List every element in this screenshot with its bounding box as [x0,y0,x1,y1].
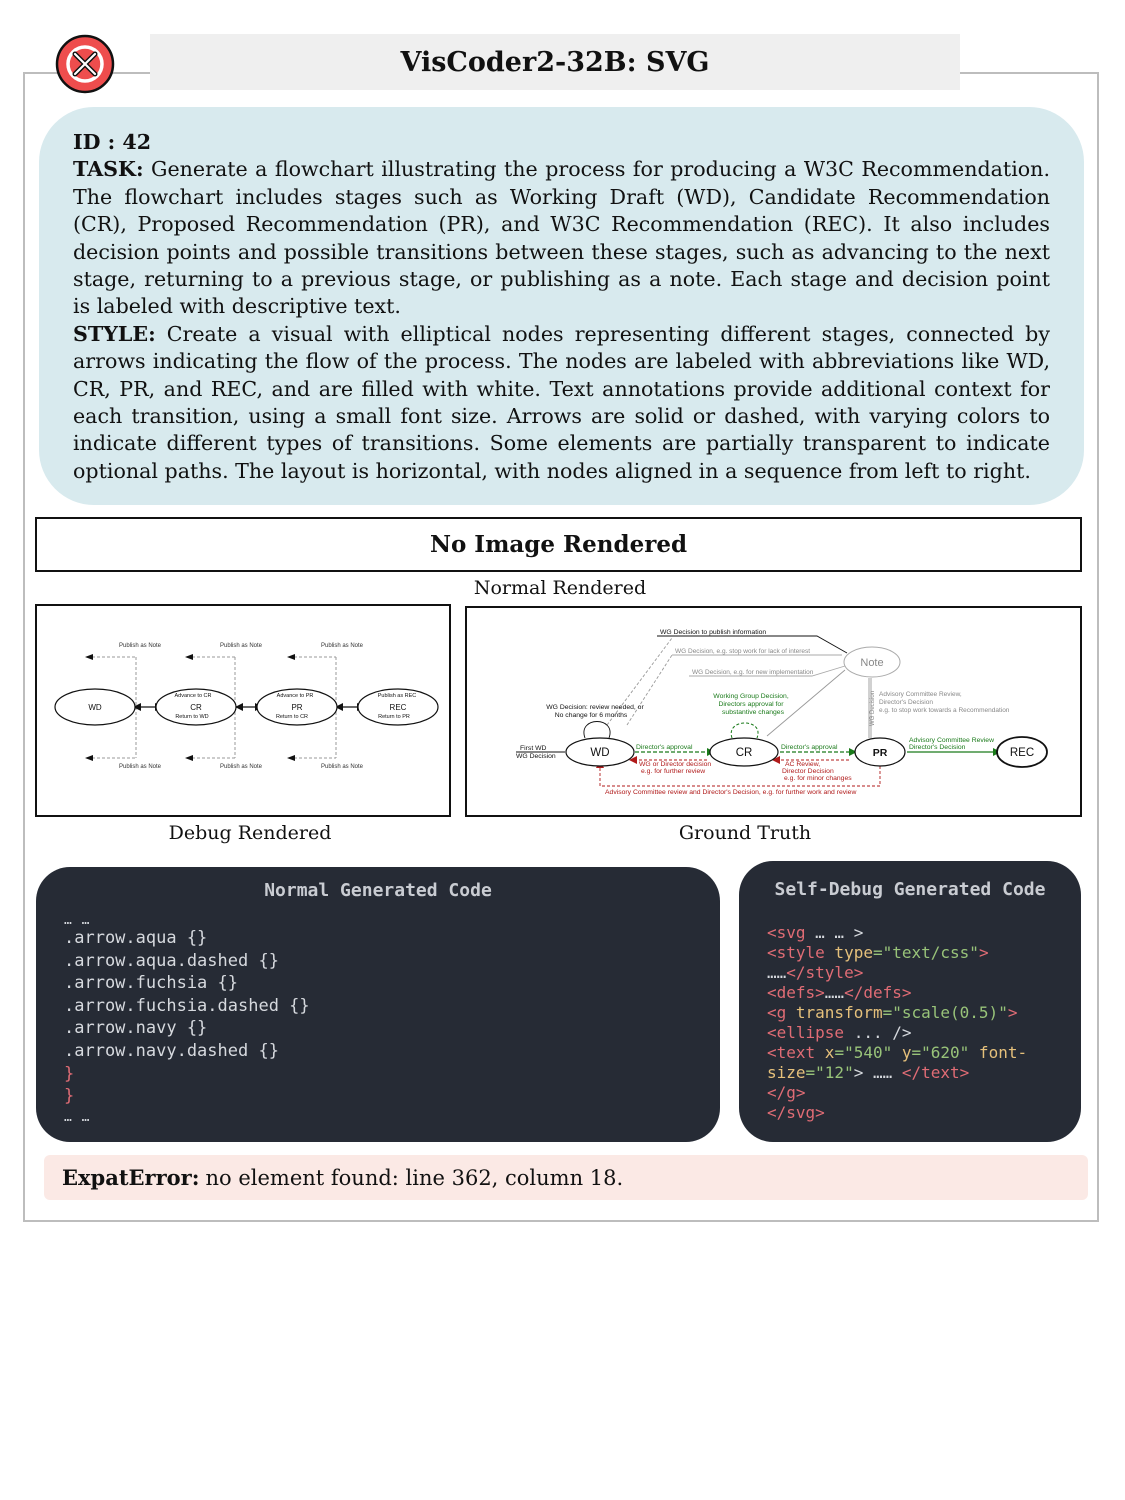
gt-node-wd [565,737,635,767]
debug-note-label-5: Publish as Note [220,764,263,770]
gt-node-wd-label: WD [590,747,609,759]
gt-label-ac-review-3: e.g. to stop work towards a Recommendati… [879,707,1010,714]
gt-label-ac-dir-final: Advisory Committee review and Director's… [605,789,856,796]
gt-node-pr [854,737,906,767]
ground-truth-image: Note WG Decision to publish information … [516,629,1048,796]
gt-label-wg-stop: WG Decision, e.g. stop work for lack of … [675,648,810,655]
debug-render-image: Publish as Note Publish as Note Publish … [54,643,439,770]
debug-note-label-1: Publish as Note [119,643,162,649]
gt-node-pr-label: PR [873,747,888,759]
code-line: .arrow.navy.dashed {} [64,1040,279,1061]
debug-code-line-7: <text x="540" y="620" font- [767,1043,1028,1062]
style-label: STYLE: [73,321,156,346]
style-text: Create a visual with elliptical nodes re… [73,321,1050,483]
gt-node-cr [709,737,779,767]
debug-rec-top: Publish as REC [378,693,417,699]
debug-code-line-6: <ellipse ... /> [767,1023,912,1042]
task-description: ID : 42 TASK: Generate a flowchart illus… [39,107,1084,505]
debug-pr-top: Advance to PR [277,693,314,699]
gt-label-wg-cr-2: Directors approval for [719,701,785,708]
gt-node-note-label: Note [860,657,883,669]
error-message: ExpatError: no element found: line 362, … [44,1155,1088,1200]
card-title: VisCoder2-32B: SVG [150,34,960,90]
debug-render-panel: Publish as Note Publish as Note Publish … [35,604,451,817]
debug-node-pr [256,688,338,726]
debug-node-cr-label: CR [190,703,202,712]
gt-label-wg-publish: WG Decision to publish information [660,629,766,636]
task-label: TASK: [73,157,144,182]
gt-label-wg-new: WG Decision, e.g. for new implementation [692,669,814,676]
gt-label-wg-cr-1: Working Group Decision, [713,693,789,700]
debug-cr-bottom: Return to WD [175,714,208,720]
code-close-brace: } [64,1063,75,1084]
code-line: .arrow.fuchsia.dashed {} [64,995,310,1016]
debug-code-line-1: <svg … … > [767,923,864,942]
debug-code-line-3: ……</style> [767,963,864,982]
gt-label-acr-2: Director's Decision [909,744,966,751]
error-text: no element found: line 362, column 18. [205,1165,624,1190]
x-circle-icon [55,34,115,94]
debug-note-label-6: Publish as Note [321,764,364,770]
no-image-rendered: No Image Rendered [35,517,1082,572]
gt-node-rec-label: REC [1010,747,1034,759]
normal-code-dots: … … [64,913,91,928]
debug-pr-bottom: Return to CR [276,714,308,720]
gt-label-wg-vertical: WG Decision [870,691,876,726]
task-text: Generate a flowchart illustrating the pr… [73,157,1050,319]
normal-code-panel: Normal Generated Code … … .arrow.aqua {}… [36,867,720,1142]
debug-code-title: Self-Debug Generated Code [774,879,1046,900]
caption-ground-truth: Ground Truth [678,822,812,844]
debug-node-rec-label: REC [390,703,407,712]
gt-label-ac-review-2: Director's Decision [879,699,933,706]
debug-rec-bottom: Return to PR [378,714,410,720]
gt-label-first-wd-2: WG Decision [516,753,556,760]
debug-node-pr-label: PR [291,703,302,712]
debug-code-line-5: <g transform="scale(0.5)"> [767,1003,1018,1022]
debug-note-label-3: Publish as Note [321,643,364,649]
gt-label-wg-cr-3: substantive changes [722,709,785,716]
id-label: ID : 42 [73,130,152,154]
code-line: .arrow.fuchsia {} [64,973,238,994]
debug-code-line-8: size="12"> …… </text> [767,1063,970,1082]
gt-label-wg-review-2: No change for 6 months [555,712,628,719]
code-line: .arrow.navy {} [64,1018,208,1039]
debug-note-label-2: Publish as Note [220,643,263,649]
debug-code-panel: Self-Debug Generated Code <svg … … > <st… [739,861,1081,1142]
debug-node-rec [357,688,439,726]
code-line: .arrow.aqua.dashed {} [64,950,279,971]
debug-note-label-4: Publish as Note [119,764,162,770]
gt-label-dir-approval-2: Director's approval [781,744,838,751]
gt-label-ac-rev-2: Director Decision [782,768,834,775]
gt-label-first-wd-1: First WD [520,745,547,752]
gt-node-cr-label: CR [736,747,753,759]
caption-normal: Normal Rendered [473,577,647,599]
debug-code-line-2: <style type="text/css"> [767,943,989,962]
gt-node-note [843,646,901,678]
normal-code-title: Normal Generated Code [264,880,492,901]
caption-debug: Debug Rendered [168,822,332,844]
gt-node-rec [996,736,1048,768]
gt-label-dir-approval-1: Director's approval [636,744,693,751]
normal-code-dots-end: … … [64,1109,91,1125]
gt-label-wg-review-1: WG Decision: review needed, or [546,704,644,711]
debug-code-line-10: </svg> [767,1103,825,1122]
code-line: .arrow.aqua {} [64,928,208,948]
gt-label-acr-1: Advisory Committee Review [909,737,994,744]
debug-code-line-4: <defs>……</defs> [767,983,912,1002]
debug-node-wd [54,688,136,726]
gt-label-ac-rev-3: e.g. for minor changes [784,775,852,782]
debug-node-cr [155,688,237,726]
error-type: ExpatError: [62,1165,200,1190]
gt-label-wg-dir-2: e.g. for further review [641,768,705,775]
gt-label-ac-rev-1: AC Review, [785,761,820,768]
ground-truth-panel: Note WG Decision to publish information … [465,606,1082,817]
gt-label-wg-dir-1: WG or Director decision [639,761,711,768]
gt-label-ac-review-1: Advisory Committee Review, [879,691,962,698]
debug-node-wd-label: WD [88,703,102,712]
code-close-brace: } [64,1086,75,1107]
debug-cr-top: Advance to CR [175,693,212,699]
debug-code-line-9: </g> [767,1083,806,1102]
